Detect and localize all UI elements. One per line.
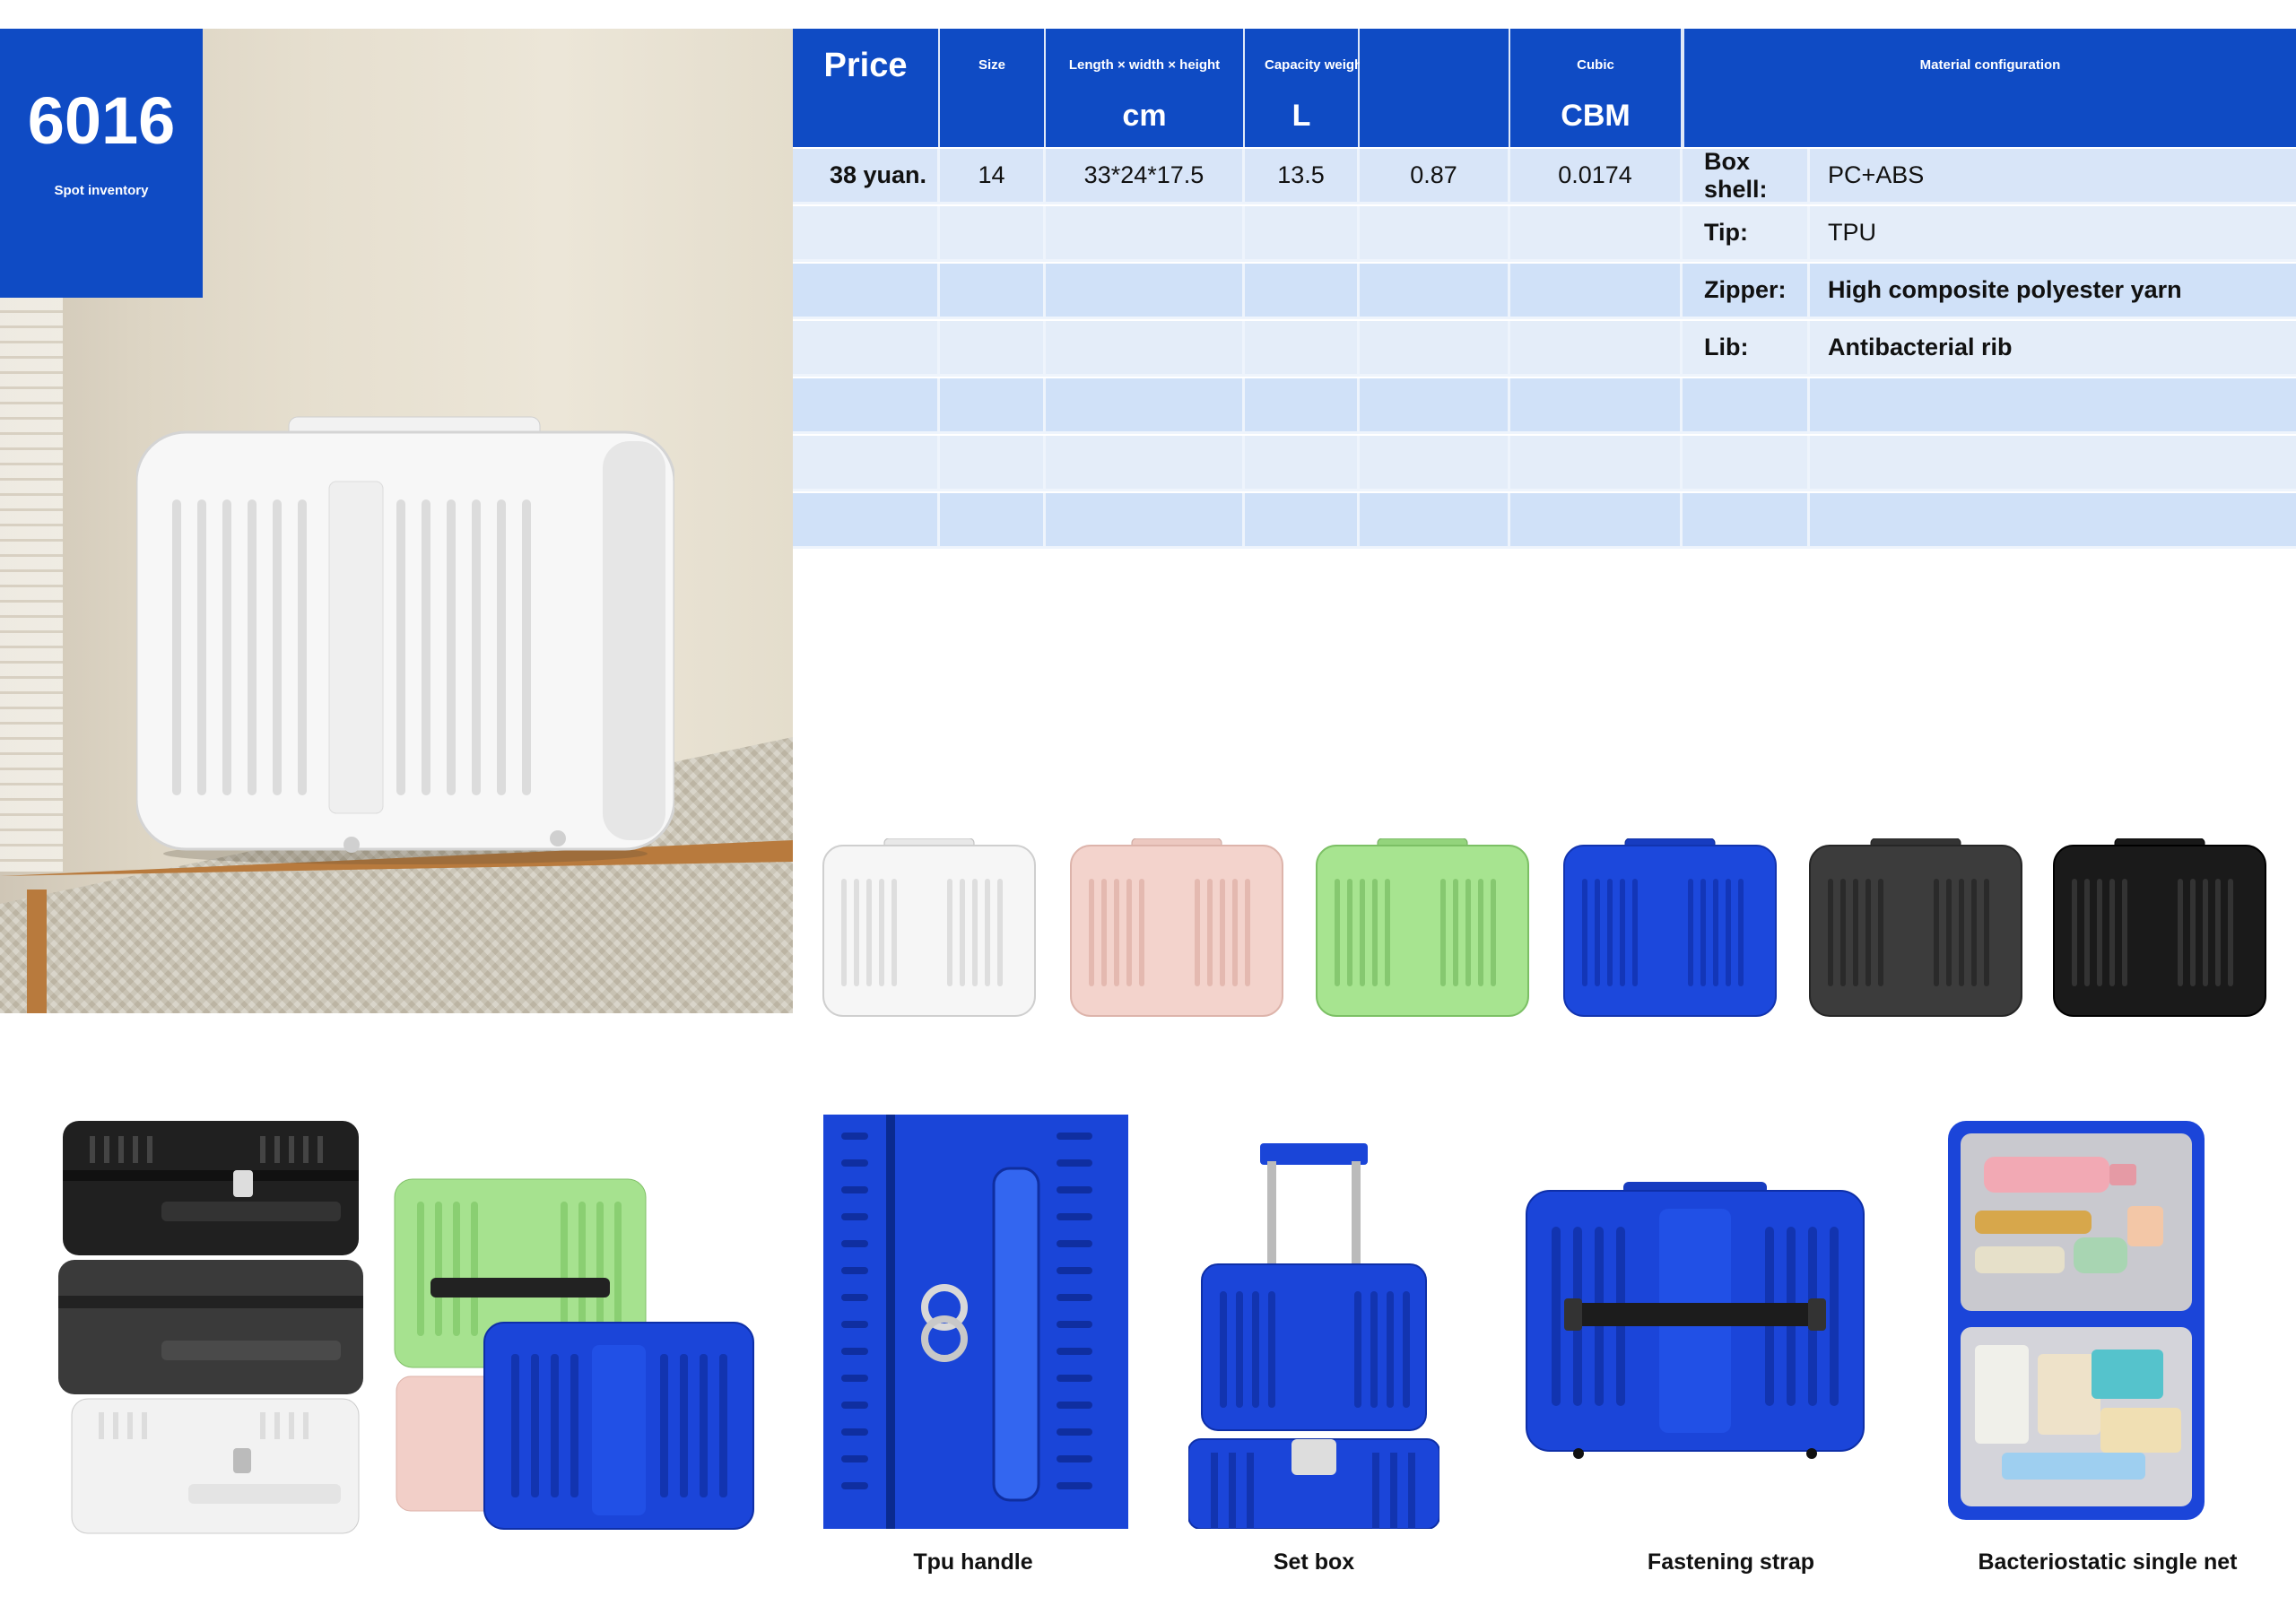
model-badge: 6016 Spot inventory — [0, 29, 203, 298]
cubic-cell: 0.0174 — [1510, 149, 1683, 204]
caption-bacteriostatic-net: Bacteriostatic single net — [1978, 1549, 2238, 1575]
capacity-cell: 13.5 — [1245, 149, 1360, 204]
table-row: Zipper: High composite polyester yarn — [793, 264, 2296, 319]
material-value: High composite polyester yarn — [1810, 264, 2296, 319]
window-blinds — [0, 298, 63, 872]
case-green-icon — [1316, 838, 1529, 1017]
stock-status: Spot inventory — [54, 183, 149, 198]
header-weight — [1360, 29, 1510, 147]
fastening-strap-photo — [1526, 1182, 1865, 1459]
size-cell: 14 — [940, 149, 1046, 204]
hero-photo — [0, 29, 793, 1013]
table-row: 38 yuan. 14 33*24*17.5 13.5 0.87 0.0174 … — [793, 148, 2296, 204]
material-label: Zipper: — [1683, 264, 1810, 319]
caption-fastening-strap: Fastening strap — [1647, 1549, 1815, 1575]
material-value: Antibacterial rib — [1810, 321, 2296, 377]
caption-set-box: Set box — [1273, 1549, 1355, 1575]
table-row-empty — [793, 493, 2296, 549]
header-material: Material configuration — [1683, 29, 2296, 147]
header-size: Size — [940, 29, 1046, 147]
table-leg — [27, 890, 47, 1013]
tpu-handle-photo — [823, 1115, 1128, 1529]
case-white-icon — [822, 838, 1036, 1017]
material-label: Lib: — [1683, 321, 1810, 377]
weight-cell: 0.87 — [1360, 149, 1510, 204]
case-blue-icon — [1563, 838, 1777, 1017]
header-price: Price — [793, 29, 940, 147]
header-cubic: Cubic CBM — [1510, 29, 1683, 147]
set-box-photo — [1188, 1143, 1439, 1529]
caption-tpu-handle: Tpu handle — [913, 1549, 1033, 1575]
material-label: Box shell: — [1683, 148, 1810, 204]
table-row-empty — [793, 436, 2296, 491]
hero-case-white — [136, 416, 674, 864]
bacteriostatic-net-photo — [1948, 1121, 2205, 1520]
table-row-empty — [793, 378, 2296, 434]
stacked-cases-photo — [58, 1121, 754, 1534]
dimensions-cell: 33*24*17.5 — [1046, 149, 1245, 204]
material-label: Tip: — [1683, 206, 1810, 262]
case-pink-icon — [1070, 838, 1283, 1017]
table-row: Tip: TPU — [793, 206, 2296, 262]
header-capacity: Capacity weight kg L — [1245, 29, 1387, 147]
model-number: 6016 — [27, 83, 176, 158]
table-row: Lib: Antibacterial rib — [793, 321, 2296, 377]
price-cell: 38 yuan. — [793, 149, 940, 204]
material-value: TPU — [1810, 206, 2296, 262]
case-black-icon — [2053, 838, 2266, 1017]
header-dimensions: Length × width × height cm — [1046, 29, 1245, 147]
material-value: PC+ABS — [1810, 149, 2296, 204]
case-graphite-icon — [1809, 838, 2022, 1017]
